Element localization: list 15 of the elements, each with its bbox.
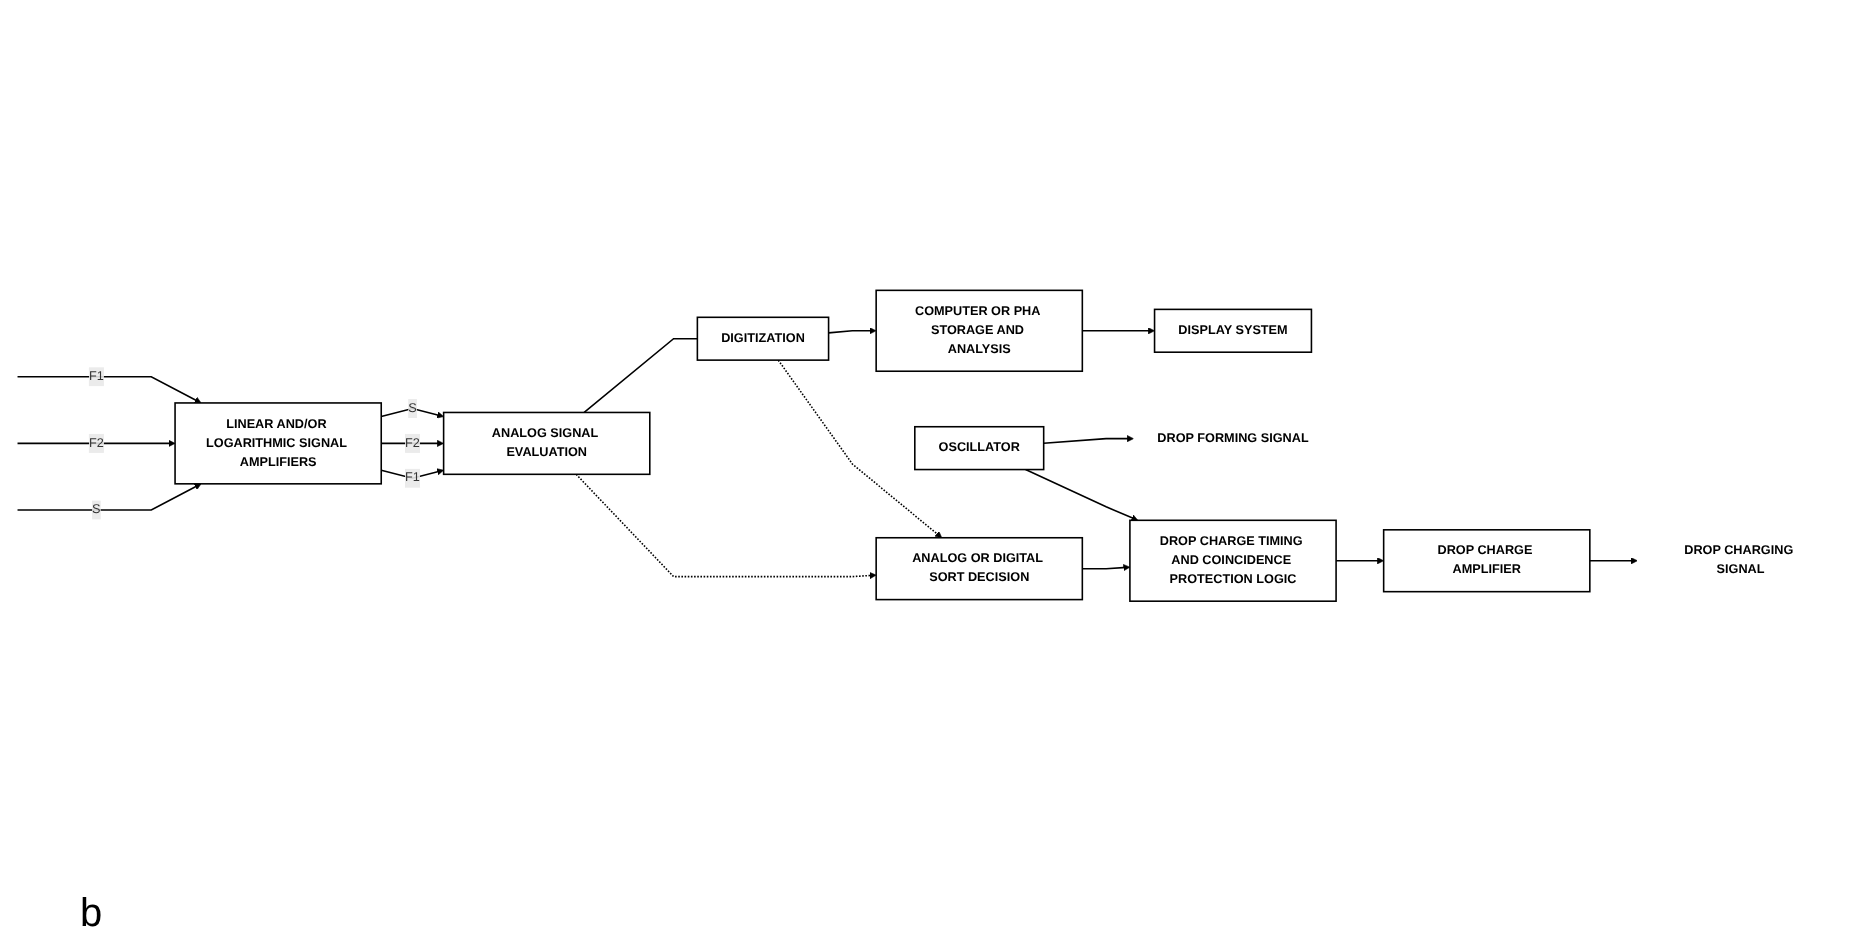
arrow bbox=[16, 482, 202, 510]
arrow bbox=[1589, 556, 1638, 564]
arrow bbox=[1081, 326, 1155, 334]
arrow bbox=[1024, 467, 1139, 521]
arrow bbox=[1335, 556, 1384, 564]
arrow bbox=[827, 326, 877, 334]
panel-letter: b bbox=[80, 892, 103, 936]
arrow bbox=[16, 439, 176, 447]
arrow bbox=[16, 375, 202, 403]
arrow bbox=[575, 472, 877, 579]
arrow bbox=[1042, 434, 1134, 444]
arrow bbox=[1081, 563, 1131, 571]
arrow bbox=[380, 406, 444, 418]
arrow bbox=[777, 358, 943, 538]
connector bbox=[583, 337, 699, 413]
